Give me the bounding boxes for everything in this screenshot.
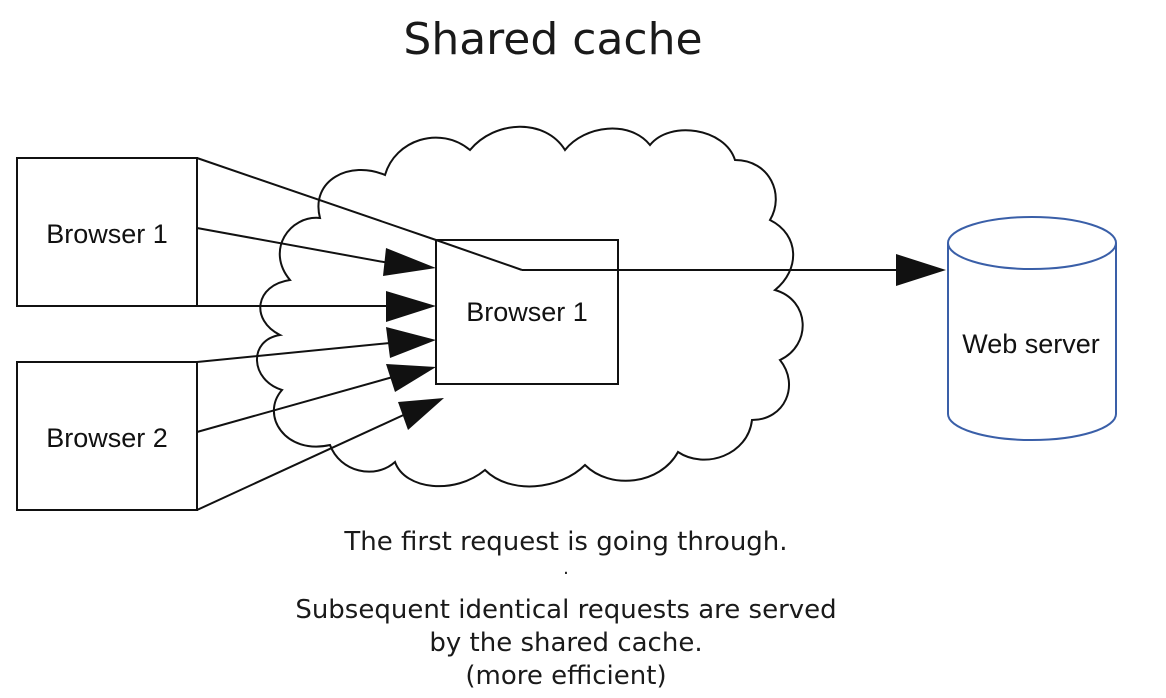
cache-box-label: Browser 1 bbox=[466, 297, 588, 327]
request-lines bbox=[17, 157, 905, 511]
caption-line-2: Subsequent identical requests are served bbox=[295, 595, 837, 625]
arrowhead-3 bbox=[386, 327, 436, 358]
cache-box bbox=[435, 239, 619, 385]
arrowhead-4 bbox=[386, 364, 436, 392]
arrowhead-server bbox=[896, 254, 946, 286]
arrowhead-1 bbox=[383, 248, 436, 276]
caption-line-4: (more efficient) bbox=[465, 661, 667, 691]
browser-1-label: Browser 1 bbox=[46, 219, 168, 249]
web-server-label: Web server bbox=[962, 329, 1100, 359]
caption-body: Subsequent identical requests are served… bbox=[266, 594, 866, 693]
caption-line-3: by the shared cache. bbox=[429, 628, 703, 658]
browser-1-box bbox=[16, 157, 198, 307]
web-server-cylinder bbox=[947, 216, 1117, 441]
caption-separator: . bbox=[563, 558, 569, 579]
browser-2-label: Browser 2 bbox=[46, 423, 168, 453]
caption-line-1: The first request is going through. bbox=[344, 527, 788, 557]
arrowheads bbox=[383, 248, 946, 430]
diagram-title: Shared cache bbox=[403, 14, 703, 65]
arrowhead-5 bbox=[398, 398, 444, 430]
browser-2-box bbox=[16, 361, 198, 511]
arrowhead-2 bbox=[386, 291, 436, 322]
